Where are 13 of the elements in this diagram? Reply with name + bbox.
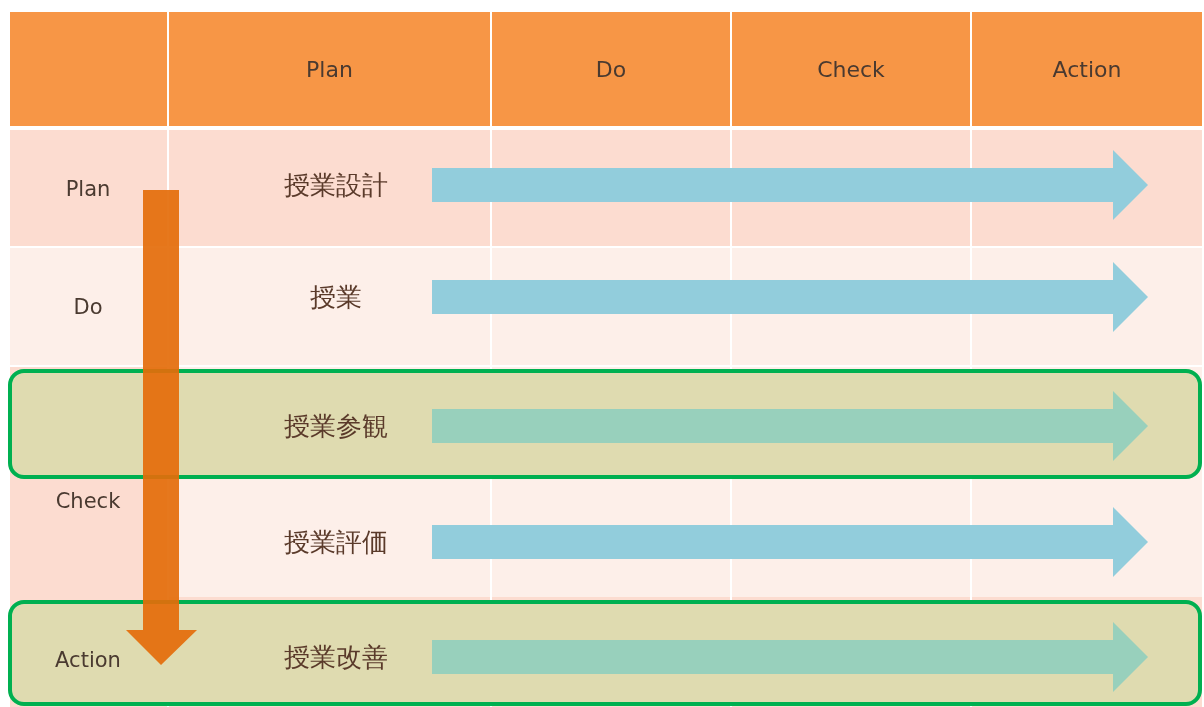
task-text: 授業評価 [240,517,432,567]
task-text: 授業設計 [240,160,432,210]
column-header: Plan [169,12,490,126]
column-header: Check [732,12,970,126]
row-label: Plan [64,176,112,203]
task-text: 授業 [240,272,432,322]
task-text: 授業改善 [240,632,432,682]
column-header: Action [972,12,1202,126]
row-label: Check [54,488,122,515]
column-header: Do [492,12,730,126]
task-text: 授業参観 [240,401,432,451]
row-label: Action [54,647,122,674]
row-label: Do [72,294,104,321]
